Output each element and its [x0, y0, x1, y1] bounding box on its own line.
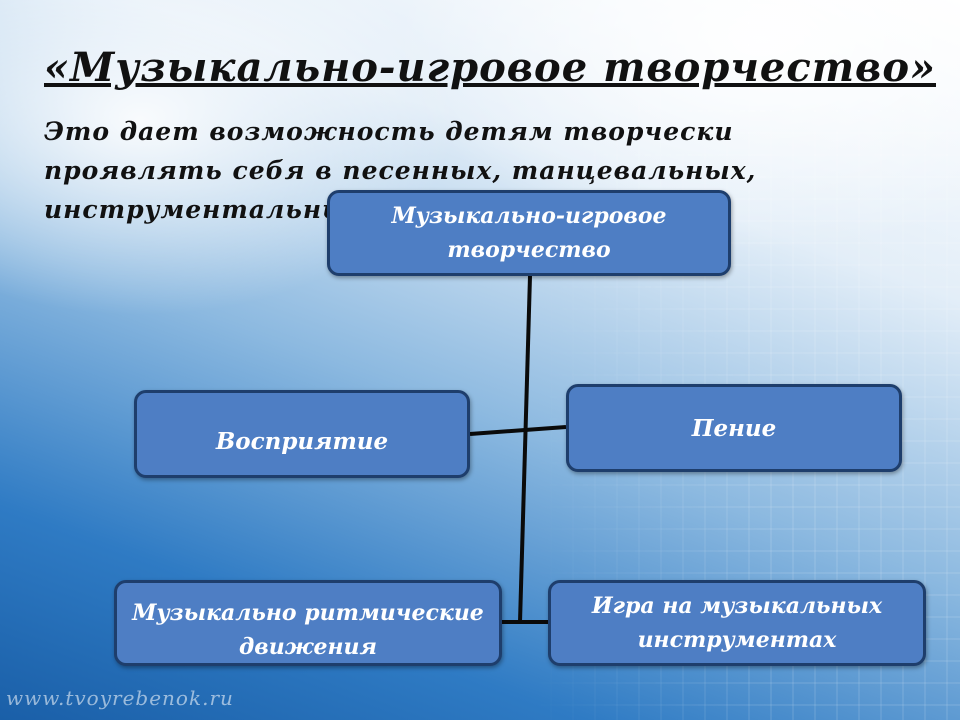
- slide-title: «Музыкально-игровое творчество»: [44, 44, 936, 91]
- node-playing-instruments: Игра на музыкальных инструментах: [548, 580, 926, 666]
- node-instruments-label: Игра на музыкальных инструментах: [591, 593, 883, 653]
- node-perception: Восприятие: [134, 390, 470, 478]
- watermark-url: www.tvoyrebenok.ru: [6, 686, 234, 710]
- node-rhythmic-movements: Музыкально ритмические движения: [114, 580, 502, 666]
- node-singing: Пение: [566, 384, 902, 472]
- node-movements-label: Музыкально ритмические движения: [132, 600, 484, 660]
- node-perception-label: Восприятие: [215, 427, 389, 455]
- node-singing-label: Пение: [691, 414, 777, 442]
- node-root-musical-play-creativity: Музыкально-игровое творчество: [327, 190, 731, 276]
- connector-perception: [469, 428, 526, 436]
- connector-trunk: [518, 275, 532, 623]
- node-root-label: Музыкально-игровое творчество: [391, 203, 667, 263]
- connector-singing: [524, 425, 567, 432]
